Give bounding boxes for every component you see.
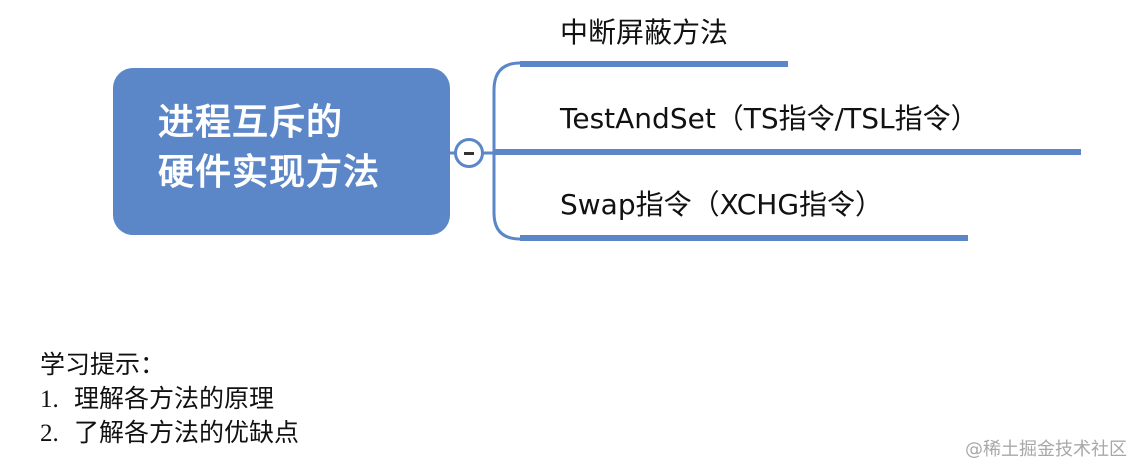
study-tip-number: 2. [40, 420, 59, 447]
branch-topic-2[interactable]: TestAndSet（TS指令/TSL指令） [560, 102, 979, 135]
study-tips: 学习提示： 1. 理解各方法的原理 2. 了解各方法的优缺点 [40, 349, 299, 451]
study-tip-text: 了解各方法的优缺点 [74, 420, 300, 447]
study-tip-number: 1. [40, 386, 59, 413]
central-topic-line-2: 硬件实现方法 [158, 152, 381, 193]
study-tips-title: 学习提示： [40, 352, 166, 379]
watermark: @稀土掘金技术社区 [965, 439, 1127, 460]
collapse-minus-icon[interactable] [454, 138, 484, 168]
study-tip-item-2: 2. 了解各方法的优缺点 [40, 417, 299, 451]
study-tip-item-1: 1. 理解各方法的原理 [40, 383, 299, 417]
branch-topic-3[interactable]: Swap指令（XCHG指令） [560, 188, 884, 221]
central-topic-node[interactable]: 进程互斥的 硬件实现方法 [113, 68, 450, 235]
central-topic-line-1: 进程互斥的 [158, 102, 344, 143]
branch-topic-1[interactable]: 中断屏蔽方法 [560, 16, 729, 49]
study-tip-text: 理解各方法的原理 [74, 386, 275, 413]
